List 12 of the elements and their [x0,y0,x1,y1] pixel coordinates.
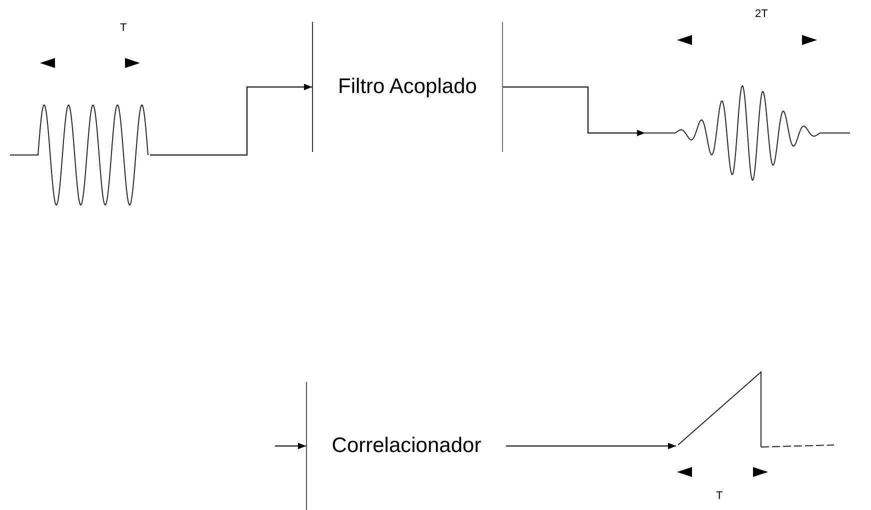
arrow [150,84,312,156]
waveform-drawing [645,85,850,182]
box-label: Filtro Acoplado [338,75,477,99]
dimension-label: T [120,22,127,34]
arrow [274,442,306,450]
process-box [312,22,503,152]
dimension-label: 2T [755,8,768,20]
dimension-label: T [716,490,723,502]
box-label: Correlacionador [332,434,482,458]
arrow [502,86,646,136]
arrow [506,442,676,450]
waveform-drawing [676,370,836,450]
